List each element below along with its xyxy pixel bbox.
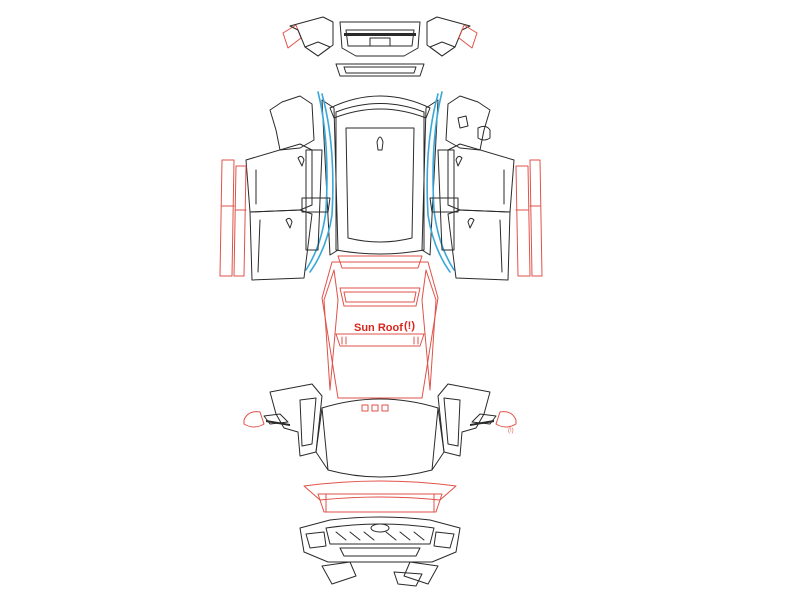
front-grille [325,523,435,545]
front-lower-left-piece [321,561,357,585]
sunroof-outer-frame [321,261,439,399]
washer-nozzle-red-2 [371,404,379,412]
sunroof-label: Sun Roof [354,322,403,334]
front-bumper-outline [299,516,461,563]
front-bumper-lower-lip [339,547,421,557]
left-front-handle [285,217,293,229]
front-bumper-left-vent [305,531,327,549]
roof-panel [345,127,415,243]
left-mirror-stripe [266,420,290,426]
rear-right-corner-lower [429,41,456,57]
left-rocker-inner [305,149,323,251]
rear-window-outline [329,95,431,119]
right-rocker-strip [429,197,459,213]
pillar-right-blue [426,91,455,273]
front-strip-section [303,480,457,513]
sunroof-rear-ribs [341,336,419,345]
right-mirror-stripe [470,420,494,426]
front-upper-strip-red [303,480,457,501]
rear-left-corner-red [282,24,302,49]
a-pillar-right-black [421,99,439,256]
right-rear-handle [455,155,463,167]
sunroof-left-rail [323,269,339,391]
sunroof-warning-label: (!) [404,320,415,332]
rear-lower-valance [335,63,425,77]
left-door-gap [255,169,261,273]
sunroof-section: Sun Roof (!) [321,255,439,399]
rear-license-recess [369,37,391,47]
right-rocker-inner [437,149,455,251]
right-side-strip-divider [515,205,541,211]
left-rocker-strip [301,197,331,213]
left-mirror-red [243,411,265,428]
rear-bumper-center-inner [345,29,415,47]
right-mirror-mark: (!) [508,428,514,434]
shark-fin-antenna [376,136,384,151]
sunroof-middle-inner [343,291,417,303]
sunroof-front-glass [337,255,423,269]
left-rear-handle [297,155,305,167]
right-fuel-door [477,125,491,141]
right-fuel-door-small [457,115,469,129]
front-emblem [370,523,390,533]
front-bumper-section [299,516,461,587]
front-lower-right-piece [403,561,439,585]
washer-nozzle-red-1 [361,404,369,412]
right-fender [437,383,491,457]
front-bumper-right-vent [433,531,455,549]
right-side-section [429,95,543,281]
right-fender-inner [443,397,461,447]
left-side-section [219,95,331,281]
rear-bumper-center [339,21,421,57]
left-fender [269,383,323,457]
a-pillar-left-black [321,99,339,256]
right-front-handle [467,217,475,229]
left-fender-inner [299,397,317,447]
left-rear-quarter [269,95,315,151]
washer-nozzle-red-3 [381,404,389,412]
right-front-door [447,209,511,281]
front-grille-pattern [335,531,425,541]
rear-lower-valance-inner [343,66,417,74]
right-mirror-red [495,411,517,428]
left-side-strip-red-outer [219,159,235,277]
sunroof-right-rail [421,269,437,391]
hood [321,398,439,478]
rear-bumper-strip-top [344,33,416,36]
sunroof-rear-panel [335,333,425,347]
roof-outline [335,103,425,255]
front-lower-strip-red [317,493,443,513]
right-side-strip-red-inner [515,165,531,277]
rear-right-corner-red [458,24,478,49]
roof-section [305,91,455,273]
left-front-door [249,209,313,281]
rear-left-corner-lower [304,41,331,57]
front-section: (!) [243,383,517,478]
right-side-strip-red-outer [529,159,543,277]
front-strip-tabs [325,493,435,513]
sunroof-middle-panel [339,287,421,307]
right-rear-quarter [445,95,491,151]
rear-section [282,16,478,77]
pillar-left-blue [305,91,334,273]
right-door-gap [499,169,505,273]
front-lower-right-wing [393,571,423,587]
left-side-strip-red-inner [233,165,247,277]
left-side-strip-divider [221,205,247,211]
